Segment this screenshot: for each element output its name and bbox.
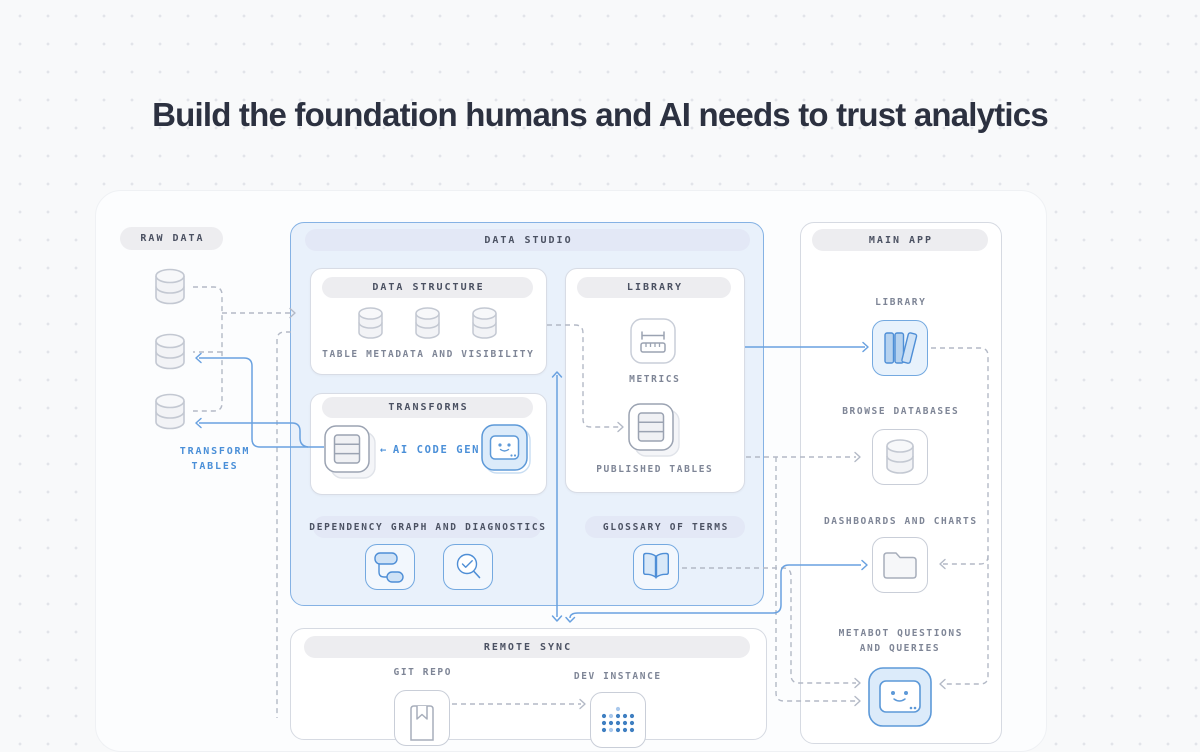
metabot-questions-label: METABOT QUESTIONS AND QUERIES <box>838 628 964 654</box>
data-structure-caption: TABLE METADATA AND VISIBILITY <box>322 349 535 360</box>
structure-database-icon-1 <box>355 306 386 341</box>
browse-database-icon <box>872 429 928 485</box>
metrics-icon <box>630 318 676 364</box>
published-tables-icon <box>628 403 682 459</box>
git-repo-icon <box>394 690 450 746</box>
data-studio-label: DATA STUDIO <box>305 229 750 251</box>
folder-icon <box>872 537 928 593</box>
structure-database-icon-2 <box>412 306 443 341</box>
raw-database-icon-1 <box>150 267 190 307</box>
published-tables-label: PUBLISHED TABLES <box>596 464 714 475</box>
transform-tables-label: TRANSFORM TABLES <box>179 446 251 472</box>
raw-data-label: RAW DATA <box>120 227 223 250</box>
glossary-book-icon <box>633 544 679 590</box>
metrics-label: METRICS <box>629 374 681 385</box>
browse-databases-label: BROWSE DATABASES <box>842 406 960 417</box>
dashboards-charts-label: DASHBOARDS AND CHARTS <box>823 516 978 527</box>
left-arrow-glyph: ← <box>380 444 388 456</box>
remote-sync-label: REMOTE SYNC <box>304 636 750 658</box>
main-app-library-label: LIBRARY <box>875 297 927 308</box>
page-title: Build the foundation humans and AI needs… <box>152 96 1049 134</box>
main-app-metabot-icon <box>868 667 932 727</box>
metabase-logo-icon <box>590 692 646 748</box>
main-app-label: MAIN APP <box>812 229 988 251</box>
transforms-label: TRANSFORMS <box>322 397 533 418</box>
ai-code-gen-label: AI CODE GEN <box>392 444 481 456</box>
dev-instance-label: DEV INSTANCE <box>573 671 662 682</box>
data-structure-label: DATA STRUCTURE <box>322 277 533 298</box>
diagnostics-icon <box>443 544 493 590</box>
transforms-metabot-icon <box>481 424 531 474</box>
dependency-graph-label: DEPENDENCY GRAPH AND DIAGNOSTICS <box>309 516 545 538</box>
glossary-label: GLOSSARY OF TERMS <box>585 516 745 538</box>
raw-database-icon-3 <box>150 392 190 432</box>
library-label: LIBRARY <box>577 277 731 298</box>
transform-table-icon <box>324 425 378 481</box>
books-icon <box>872 320 928 376</box>
dependency-graph-icon <box>365 544 415 590</box>
git-repo-label: GIT REPO <box>393 667 453 678</box>
structure-database-icon-3 <box>469 306 500 341</box>
raw-database-icon-2 <box>150 332 190 372</box>
